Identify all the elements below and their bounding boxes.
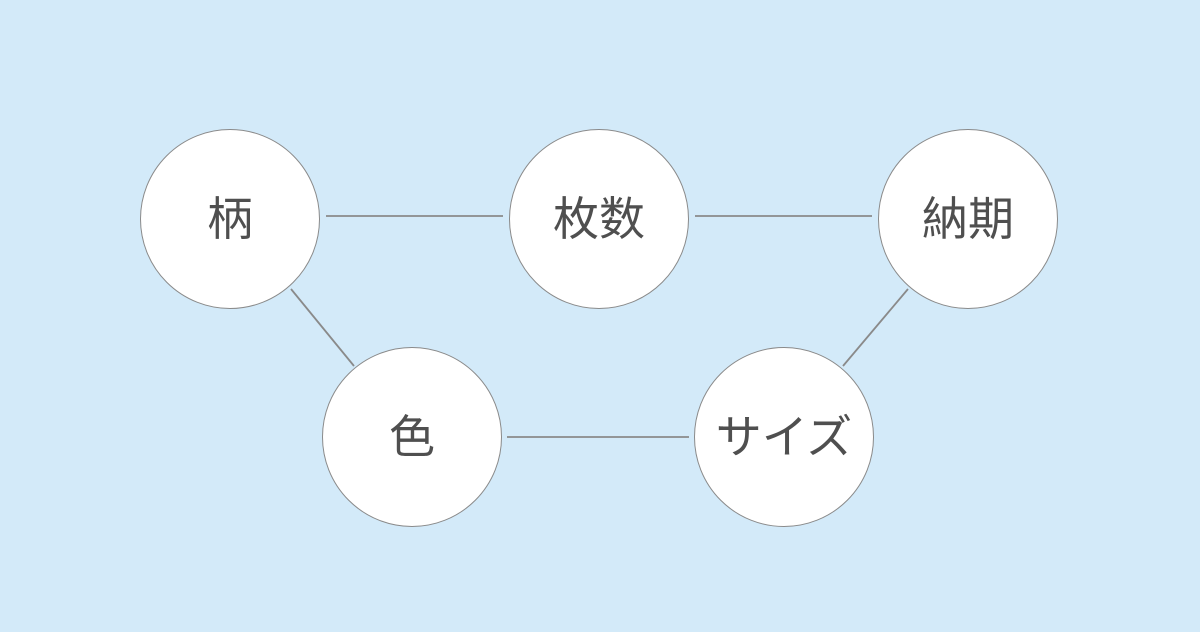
- node-color-label: 色: [389, 410, 435, 464]
- node-pattern-label: 柄: [207, 192, 253, 246]
- node-quantity: 枚数: [509, 129, 689, 309]
- node-quantity-label: 枚数: [553, 192, 645, 246]
- node-size-label: サイズ: [715, 410, 853, 464]
- node-size: サイズ: [694, 347, 874, 527]
- connector-size-delivery: [842, 288, 909, 367]
- node-pattern: 柄: [140, 129, 320, 309]
- node-delivery-label: 納期: [922, 192, 1014, 246]
- node-color: 色: [322, 347, 502, 527]
- node-delivery: 納期: [878, 129, 1058, 309]
- connector-pattern-color: [290, 288, 355, 367]
